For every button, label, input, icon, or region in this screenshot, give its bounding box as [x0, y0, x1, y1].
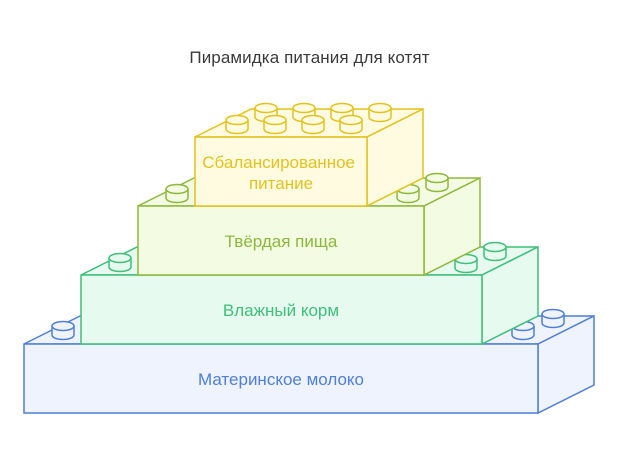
stud: [165, 183, 189, 204]
stud: [51, 320, 75, 341]
stud: [263, 114, 287, 135]
block-level-2-front: [80, 274, 483, 345]
stud: [339, 114, 363, 135]
block-level-1-front: [23, 343, 539, 414]
level-4-label-line-2: питание: [249, 174, 313, 193]
level-3-label: Твёрдая пища: [225, 232, 338, 251]
level-4-label-line-1: Сбалансированное: [202, 153, 355, 172]
stud: [541, 308, 565, 329]
stud: [301, 114, 325, 135]
stud: [483, 241, 507, 262]
block-level-4-front: [194, 136, 368, 207]
stud: [368, 102, 392, 123]
stud: [396, 183, 420, 204]
stud: [425, 172, 449, 193]
level-1-label: Материнское молоко: [198, 370, 364, 389]
level-2-label: Влажный корм: [223, 301, 339, 320]
page-title: Пирамидка питания для котят: [189, 48, 430, 67]
level-4-label: Сбалансированное питание: [202, 153, 359, 193]
stud: [108, 252, 132, 273]
block-level-4: [194, 102, 424, 208]
stud: [225, 114, 249, 135]
